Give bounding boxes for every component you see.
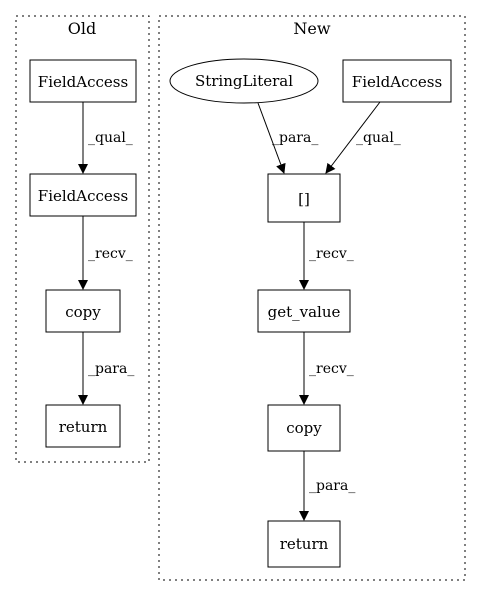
edge-new-qual: _qual_ xyxy=(325,101,401,174)
edge-new-recv-get: _recv_ xyxy=(299,332,354,405)
node-new-fieldaccess-label: FieldAccess xyxy=(352,73,442,91)
node-new-stringliteral-label: StringLiteral xyxy=(195,72,293,90)
edge-new-para-copy: _para_ xyxy=(299,451,355,521)
edge-new-recv-index-label: _recv_ xyxy=(309,246,354,262)
node-old-fieldaccess-top[interactable]: FieldAccess xyxy=(29,59,137,103)
node-old-fieldaccess-mid[interactable]: FieldAccess xyxy=(29,173,137,217)
edge-old-qual: _qual_ xyxy=(78,102,133,174)
node-new-return[interactable]: return xyxy=(267,520,341,568)
node-old-return[interactable]: return xyxy=(45,404,121,448)
node-new-fieldaccess[interactable]: FieldAccess xyxy=(342,59,452,103)
node-new-copy[interactable]: copy xyxy=(267,404,341,452)
cluster-old-border xyxy=(15,15,150,463)
edge-new-recv-index: _recv_ xyxy=(299,222,354,290)
cluster-old: Old xyxy=(15,15,150,463)
node-old-fieldaccess-top-label: FieldAccess xyxy=(38,73,128,91)
cluster-new: New xyxy=(158,15,466,581)
node-new-stringliteral[interactable]: StringLiteral xyxy=(169,58,319,104)
edge-old-recv-label: _recv_ xyxy=(88,246,133,262)
node-new-copy-label: copy xyxy=(286,419,322,437)
node-old-copy-label: copy xyxy=(65,303,101,321)
cluster-old-label: Old xyxy=(68,19,96,38)
node-old-copy[interactable]: copy xyxy=(45,289,121,333)
node-new-index[interactable]: [] xyxy=(267,173,341,223)
cluster-new-border xyxy=(158,15,466,581)
edge-old-para-label: _para_ xyxy=(88,361,134,377)
edge-new-qual-label: _qual_ xyxy=(356,130,401,146)
node-old-return-label: return xyxy=(59,418,108,436)
node-new-return-label: return xyxy=(280,535,329,553)
edge-old-recv: _recv_ xyxy=(78,216,133,290)
edge-new-para-string: _para_ xyxy=(257,102,318,174)
edge-old-para: _para_ xyxy=(78,332,134,405)
node-old-fieldaccess-mid-label: FieldAccess xyxy=(38,187,128,205)
node-new-get-value[interactable]: get_value xyxy=(257,289,351,333)
edge-new-recv-get-label: _recv_ xyxy=(309,361,354,377)
cluster-new-label: New xyxy=(293,19,330,38)
edge-old-qual-label: _qual_ xyxy=(88,130,133,146)
edge-new-para-string-label: _para_ xyxy=(272,130,318,146)
node-new-index-label: [] xyxy=(298,190,310,208)
node-new-get-value-label: get_value xyxy=(268,303,341,321)
edge-new-para-copy-label: _para_ xyxy=(309,478,355,494)
